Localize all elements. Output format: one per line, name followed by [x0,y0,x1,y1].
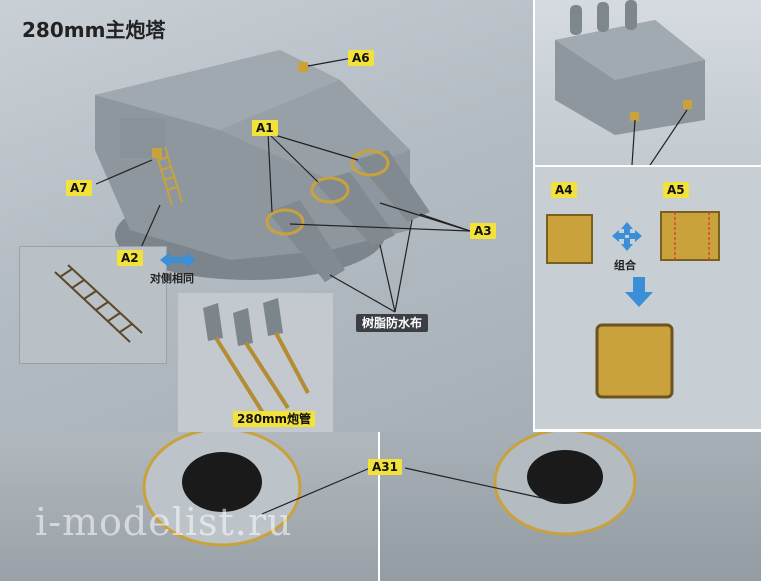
label-a1: A1 [252,120,278,136]
resin-cloth-label: 树脂防水布 [356,314,429,332]
double-arrow-icon [160,252,196,268]
page-title: 280mm主炮塔 [22,18,166,42]
turret-rear-photo [535,0,761,165]
turret-model-illustration [95,50,471,313]
watermark: i-modelist.ru [35,500,293,544]
label-a4: A4 [551,182,577,198]
label-a2: A2 [117,250,143,266]
a31-leader-lines [261,467,561,515]
barrel-280mm-label: 280mm炮管 [233,411,316,427]
label-a31: A31 [368,459,402,475]
hatch-parts-panel [535,167,761,429]
label-a3: A3 [470,223,496,239]
combine-note: 组合 [614,259,636,272]
deck-ring-photo-left [0,432,378,581]
opposite-side-same-note: 对侧相同 [150,272,194,285]
barrels-photo [178,293,333,433]
label-a6: A6 [348,50,374,66]
deck-ring-photo-right [380,432,761,581]
ladder-detail-photo [19,246,167,364]
label-a7: A7 [66,180,92,196]
label-a5: A5 [663,182,689,198]
